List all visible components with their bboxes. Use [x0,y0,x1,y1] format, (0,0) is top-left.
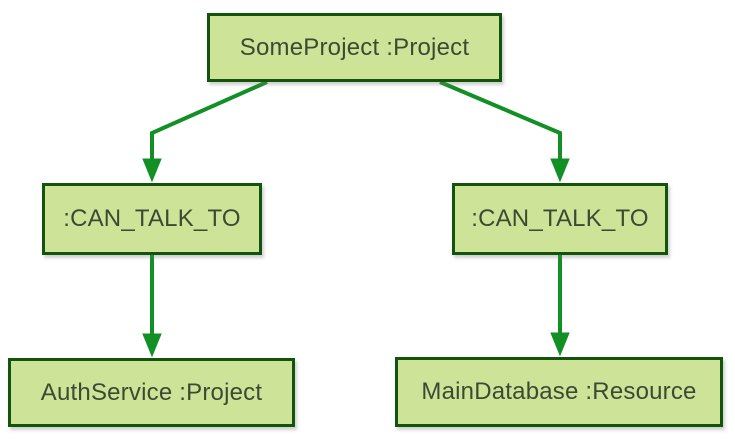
node-label: :CAN_TALK_TO [471,205,649,232]
node-label: :CAN_TALK_TO [63,205,241,232]
node-label: AuthService :Project [40,378,263,406]
edge-someproject-to-can-talk-to-right [439,80,562,160]
arrowhead-icon [142,158,162,183]
node-authservice: AuthService :Project [8,358,295,427]
node-can-talk-to-left: :CAN_TALK_TO [42,183,262,255]
arrowhead-icon [550,332,570,357]
arrowhead-icon [142,333,162,358]
edge-someproject-to-can-talk-to-left [150,80,268,160]
arrowhead-icon [550,158,570,183]
node-can-talk-to-right: :CAN_TALK_TO [452,183,668,255]
node-label: SomeProject :Project [239,33,470,61]
node-maindatabase: MainDatabase :Resource [395,357,723,427]
node-label: MainDatabase :Resource [421,378,697,405]
node-someproject: SomeProject :Project [207,13,502,82]
